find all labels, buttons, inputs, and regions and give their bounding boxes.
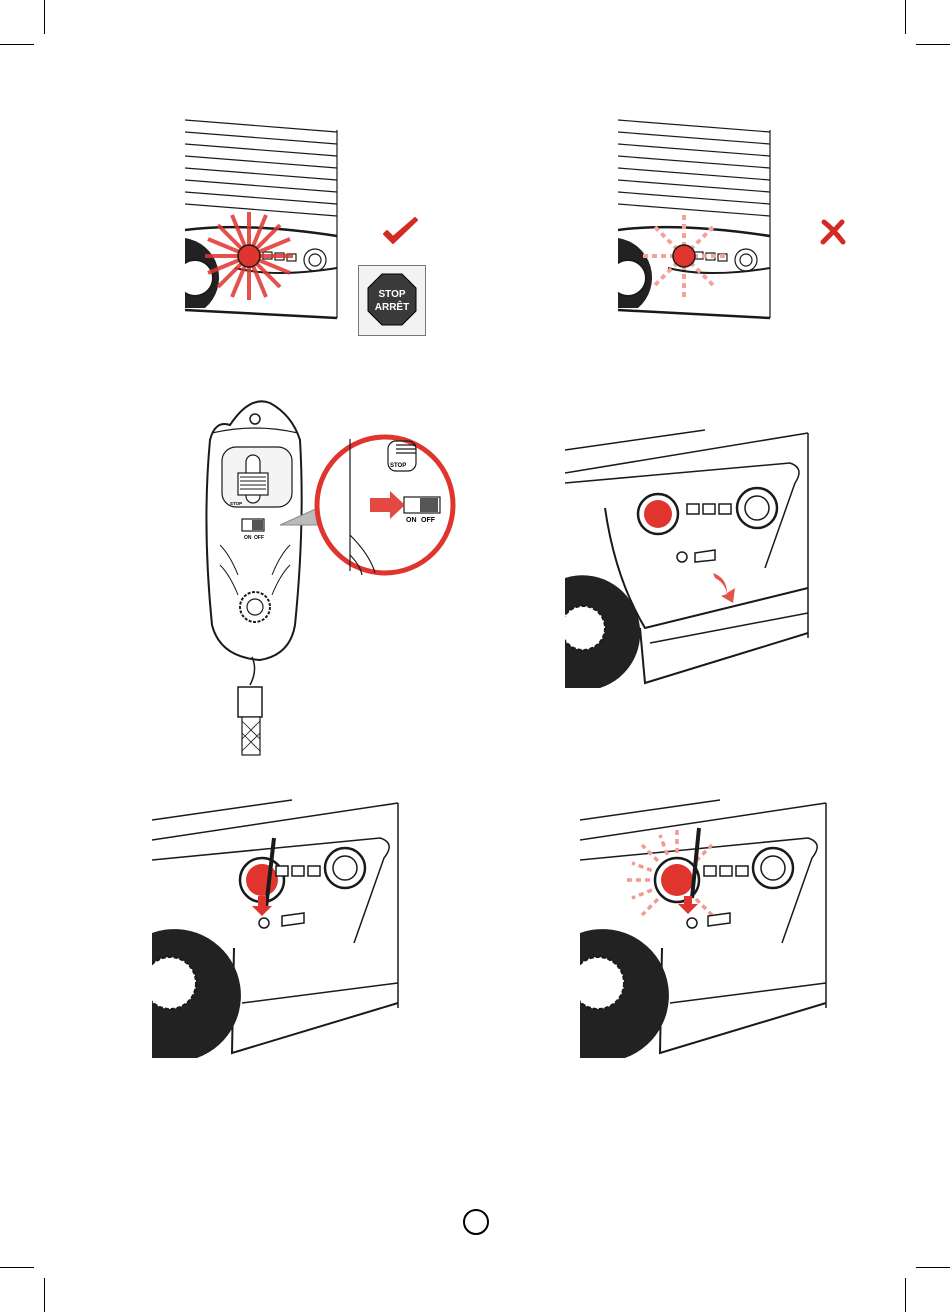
cross-mark-icon: [820, 219, 846, 245]
remote-switch-on-label: ON: [244, 535, 252, 541]
remote-slider-label: STOP: [230, 501, 242, 506]
crop-mark: [905, 0, 906, 34]
stop-sign-line2: ARRÊT: [375, 300, 409, 313]
page-number-circle: [463, 1209, 489, 1235]
stop-sign-icon: STOP ARRÊT: [358, 265, 426, 336]
panel-insert-pin: [152, 798, 400, 1063]
remote-switch-off-label: OFF: [254, 535, 264, 541]
device-pin-flash-illustration: [580, 798, 828, 1063]
rotate-arrow-icon: [713, 573, 735, 603]
crop-mark: [0, 1267, 34, 1268]
device-light-illustration: [185, 118, 340, 320]
crop-mark: [905, 1278, 906, 1312]
remote-control-illustration: STOP ON OFF STOP: [200, 395, 460, 760]
device-pin-illustration: [152, 798, 400, 1063]
stop-sign-line1: STOP: [378, 289, 405, 300]
device-panel-illustration: [565, 428, 810, 693]
panel-light-on-correct: [185, 118, 340, 320]
panel-pin-light-flash: [580, 798, 828, 1063]
crop-mark: [44, 1278, 45, 1312]
crop-mark: [0, 44, 34, 45]
zoom-switch-on-label: ON: [406, 517, 417, 524]
panel-remote-control: STOP ON OFF STOP: [200, 395, 460, 760]
crop-mark: [916, 44, 950, 45]
crop-mark: [44, 0, 45, 34]
device-light-illustration: [618, 118, 773, 320]
check-mark-icon: [381, 217, 421, 247]
panel-device-unlock: [565, 428, 810, 693]
panel-light-blinking-wrong: [618, 118, 773, 320]
zoom-slider-label: STOP: [390, 463, 406, 469]
zoom-switch-off-label: OFF: [421, 517, 436, 524]
crop-mark: [916, 1267, 950, 1268]
